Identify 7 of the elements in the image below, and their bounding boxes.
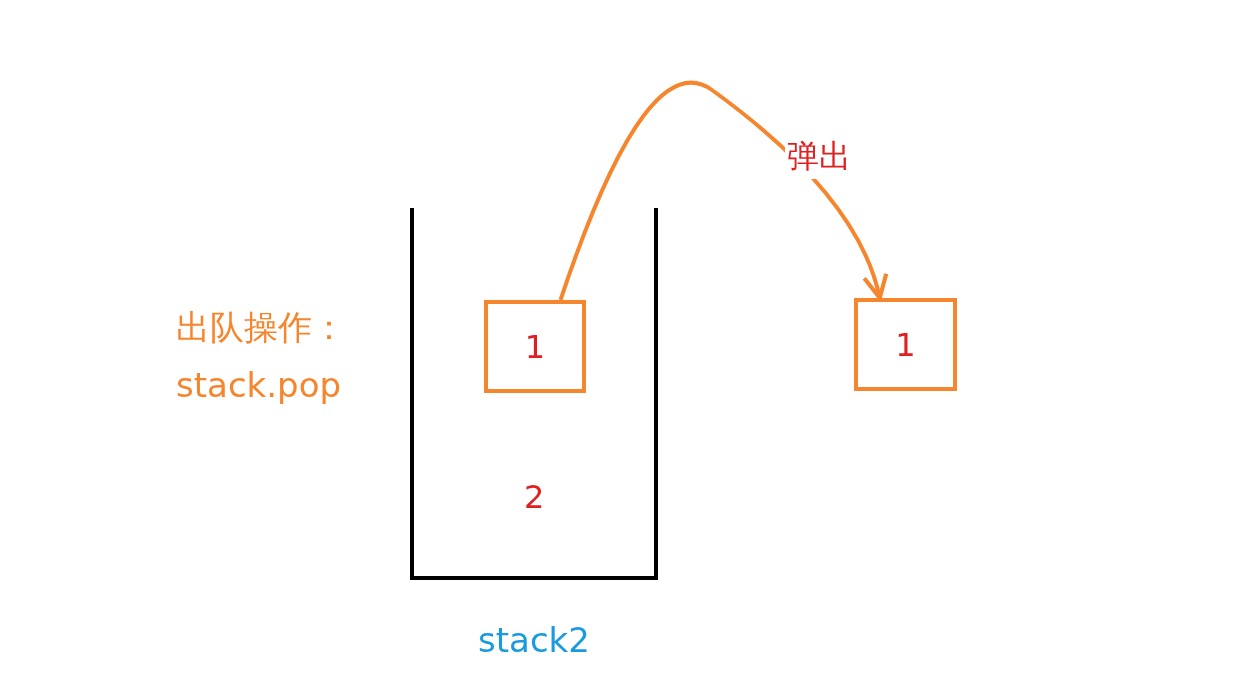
stack-element-label: 2: [524, 478, 545, 516]
curved-arrow: [558, 81, 887, 301]
operation-label: 出队操作：: [176, 306, 346, 349]
element-box: 1: [854, 298, 957, 391]
stack-label: stack2: [477, 620, 591, 660]
element-box: 1: [484, 300, 586, 393]
code-label: stack.pop: [176, 365, 342, 405]
